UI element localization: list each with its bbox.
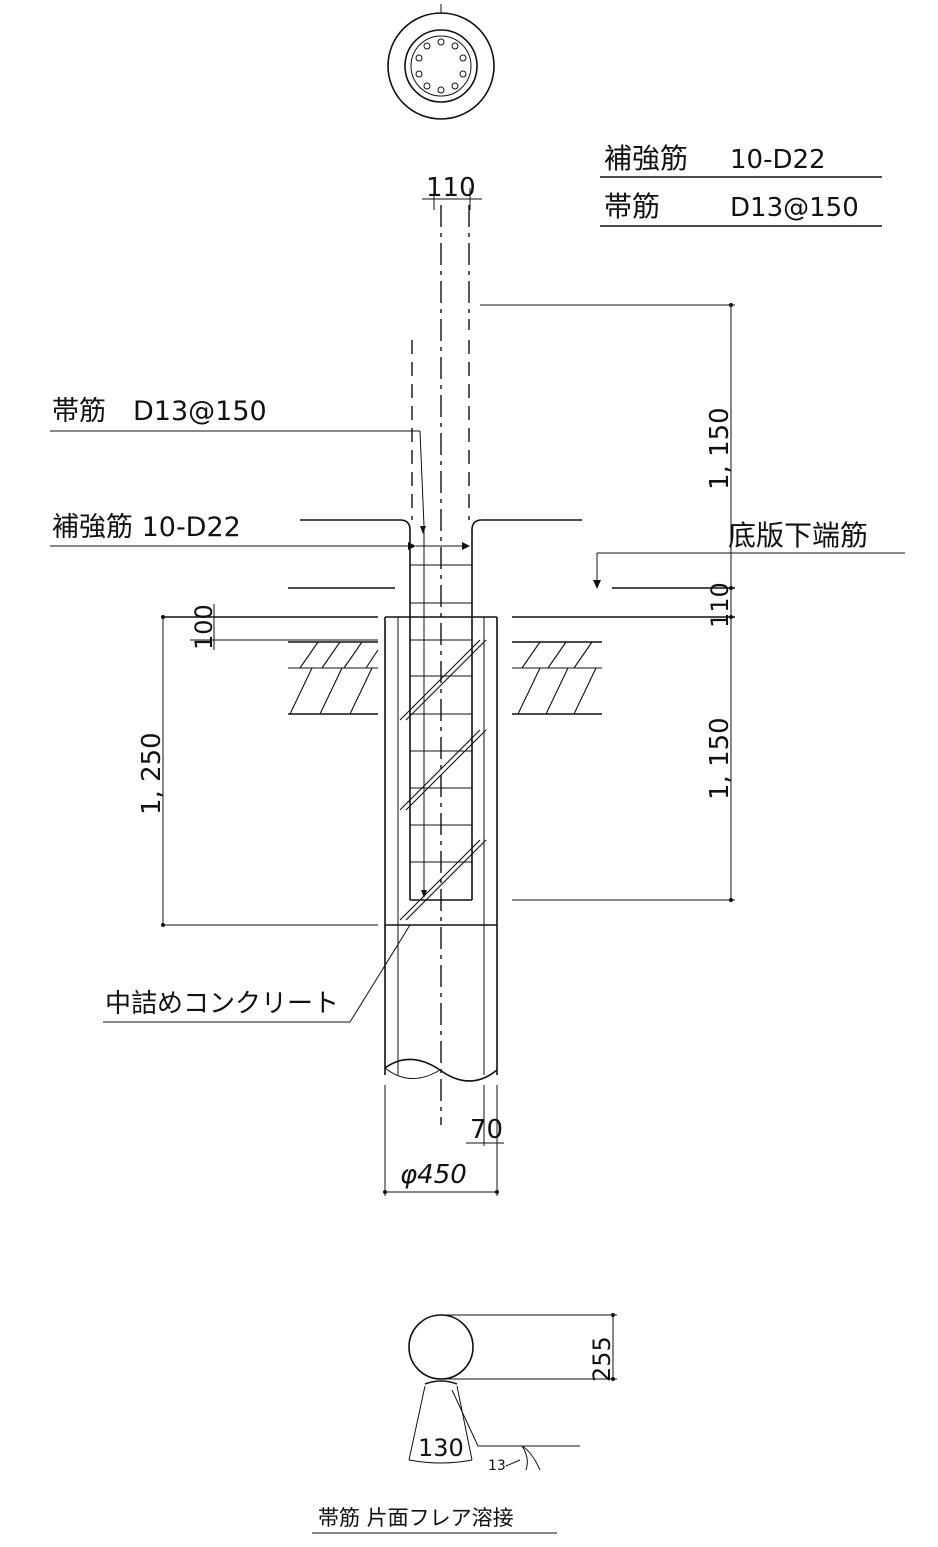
svg-text:補強筋 10-D22: 補強筋 10-D22 bbox=[52, 512, 241, 543]
label-slab-bottom-bar: 底版下端筋 bbox=[593, 519, 905, 589]
bottom-dimensions: 70 φ450 bbox=[383, 1085, 504, 1196]
label-hoop: 帯筋 D13@150 bbox=[50, 396, 426, 534]
weld-detail: 255 130 13 bbox=[408, 1313, 617, 1474]
note-main-bar-value: 10-D22 bbox=[730, 145, 826, 175]
dim-pile-diameter: φ450 bbox=[400, 1160, 467, 1190]
note-hoop-value: D13@150 bbox=[730, 193, 859, 223]
weld-caption: 帯筋 片面フレア溶接 bbox=[312, 1506, 557, 1534]
rebar-cage bbox=[409, 530, 473, 901]
weld-bar-dia: 255 bbox=[588, 1336, 616, 1382]
dim-pile-embed-1250: 1, 250 bbox=[137, 732, 167, 815]
svg-text:帯筋 D13@150: 帯筋 D13@150 bbox=[52, 396, 267, 427]
dim-top-110: 110 bbox=[422, 173, 482, 210]
top-rebar-note: 補強筋 10-D22 帯筋 D13@150 bbox=[600, 142, 882, 227]
label-infill-concrete: 中詰めコンクリート bbox=[103, 924, 411, 1023]
svg-text:底版下端筋: 底版下端筋 bbox=[728, 519, 868, 552]
dim-pile-top-100: 100 bbox=[190, 604, 218, 650]
dim-lower-1150: 1, 150 bbox=[705, 717, 735, 800]
svg-text:帯筋 片面フレア溶接: 帯筋 片面フレア溶接 bbox=[318, 1506, 514, 1530]
weld-length-130: 130 bbox=[418, 1434, 464, 1462]
left-dimensions: 100 1, 250 bbox=[137, 604, 378, 927]
steel-pipe-pile bbox=[384, 616, 498, 1082]
rebar-dots bbox=[415, 38, 467, 94]
label-main-bar: 補強筋 10-D22 bbox=[50, 512, 470, 550]
note-main-bar-label: 補強筋 bbox=[604, 142, 688, 175]
svg-text:中詰めコンクリート: 中詰めコンクリート bbox=[105, 989, 339, 1019]
weld-size-13: 13 bbox=[488, 1458, 506, 1474]
rebar-section-circle bbox=[408, 1314, 474, 1380]
note-hoop-label: 帯筋 bbox=[604, 190, 660, 223]
dim-wall-70: 70 bbox=[470, 1115, 503, 1145]
pile-plan-section bbox=[387, 4, 495, 120]
dim-upper-1150: 1, 150 bbox=[705, 407, 735, 490]
dim-slab-110: 110 bbox=[706, 582, 734, 628]
soil-hatching bbox=[288, 639, 602, 921]
